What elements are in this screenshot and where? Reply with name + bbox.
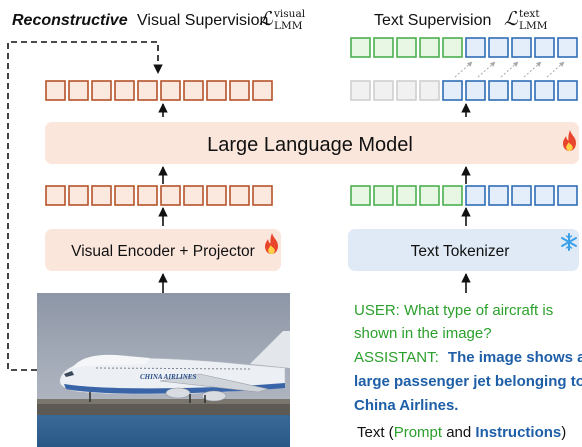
user-prompt-line-1: USER: What type of aircraft is [354,302,553,319]
response-token [465,80,486,101]
visual-token [91,80,112,101]
empty-token [396,80,417,101]
assistant-response-1: The image shows a [448,349,582,366]
response-token [534,185,555,206]
visual-token [252,185,273,206]
user-prompt-line-2: shown in the image? [354,325,492,342]
visual-token [206,185,227,206]
response-token [511,80,532,101]
assistant-line-3: China Airlines. [354,397,458,414]
prompt-token [350,185,371,206]
airplane-photo: CHINA AIRLINES [37,293,290,447]
response-token [511,185,532,206]
assistant-line-1: ASSISTANT: The image shows a [354,349,582,366]
response-token [534,80,555,101]
visual-token [160,80,181,101]
response-token [557,185,578,206]
shift-arrow [546,61,565,78]
response-token [488,185,509,206]
response-token [488,37,509,58]
shift-arrow [523,61,542,78]
visual-token [68,80,89,101]
text-target-tokens [350,37,578,58]
llm-block [45,122,579,164]
visual-loss-superscript: visual [273,8,306,20]
empty-token [350,80,371,101]
prompt-token [350,37,371,58]
caption-prompt: Prompt [394,424,443,441]
caption-suffix: ) [561,424,566,441]
visual-token [183,185,204,206]
visual-token [229,185,250,206]
fire-icon [265,233,278,254]
response-token [557,80,578,101]
next-token-shift-arrows [454,61,565,78]
fire-icon [563,130,576,151]
visual-token [206,80,227,101]
visual-token [45,80,66,101]
empty-token [373,80,394,101]
text-loss-superscript: text [519,8,540,20]
text-supervision-title: Text Supervision [374,12,491,29]
text-input-tokens [350,185,578,206]
visual-token [68,185,89,206]
prompt-token [419,185,440,206]
response-token [534,37,555,58]
prompt-token [419,37,440,58]
visual-token [137,80,158,101]
prompt-token [442,185,463,206]
response-token [465,37,486,58]
empty-token [419,80,440,101]
assistant-prefix: ASSISTANT: [354,349,439,366]
assistant-line-2: large passenger jet belonging to [354,373,582,390]
prompt-token [396,185,417,206]
shift-arrow [477,61,496,78]
visual-output-tokens [45,80,273,101]
visual-token [183,80,204,101]
shift-arrow [500,61,519,78]
visual-loss-subscript: LMM [274,20,303,32]
text-tokenizer-label: Text Tokenizer [411,243,510,260]
visual-token [137,185,158,206]
text-loss-subscript: LMM [519,20,548,32]
caption-and: and [442,424,475,441]
shift-arrow [454,61,473,78]
caption-prefix: Text ( [357,424,394,441]
prompt-token [373,185,394,206]
visual-input-tokens [45,185,273,206]
response-token [557,37,578,58]
visual-token [229,80,250,101]
title-visual-supervision: Visual Supervision [137,12,268,29]
snowflake-icon [561,233,577,251]
prompt-token [396,37,417,58]
visual-loss-symbol: ℒ [259,8,274,30]
response-token [511,37,532,58]
text-output-tokens [350,80,578,101]
visual-supervision-title: Reconstructive Visual Supervision [12,12,268,29]
caption-instructions: Instructions [475,424,561,441]
prompt-token [373,37,394,58]
visual-token [114,185,135,206]
airline-livery-text: CHINA AIRLINES [140,373,196,381]
prompt-token [442,37,463,58]
text-caption: Text (Prompt and Instructions) [357,424,566,441]
visual-token [252,80,273,101]
text-tokenizer-block [348,229,579,271]
response-token [465,185,486,206]
text-loss-symbol: ℒ [504,8,519,30]
visual-token [45,185,66,206]
visual-encoder-block [45,229,281,271]
visual-token [114,80,135,101]
response-token [442,80,463,101]
title-emphasis: Reconstructive [12,12,128,29]
visual-token [91,185,112,206]
visual-token [160,185,181,206]
llm-label: Large Language Model [207,134,413,156]
response-token [488,80,509,101]
visual-encoder-label: Visual Encoder + Projector [71,243,255,260]
